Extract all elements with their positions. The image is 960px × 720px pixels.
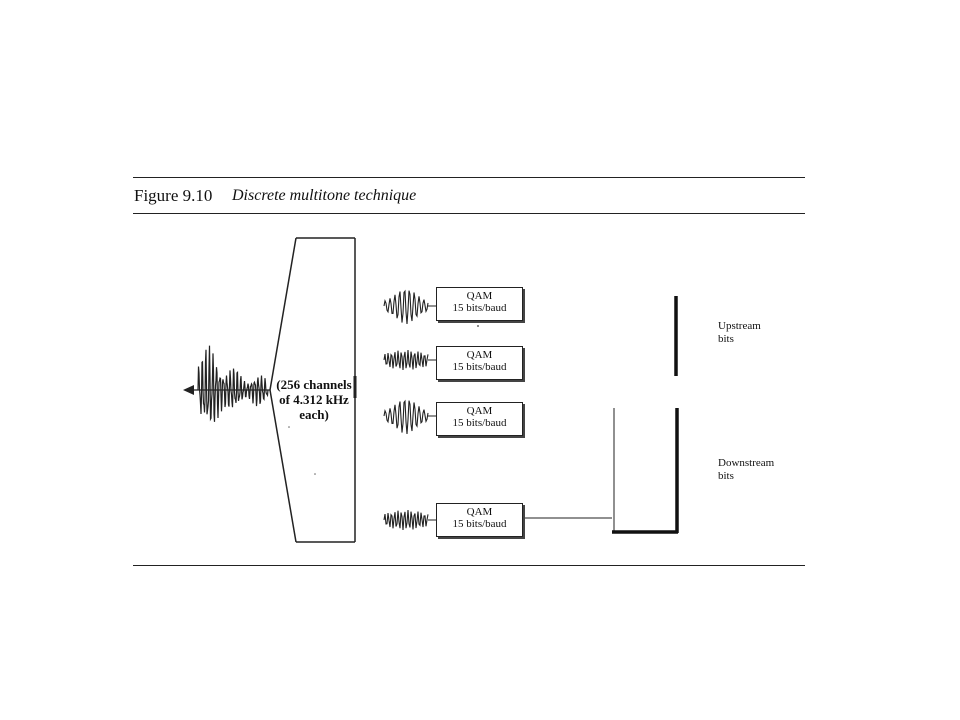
downstream-label-line-2: bits bbox=[718, 470, 734, 482]
figure-number: Figure 9.10 bbox=[134, 186, 213, 205]
qam-block-2-rate: 15 bits/baud bbox=[452, 361, 507, 373]
upstream-label-line-1: Upstream bbox=[718, 320, 761, 332]
qam-block-2: QAM 15 bits/baud bbox=[436, 346, 523, 380]
upstream-label: Upstream bits bbox=[718, 320, 761, 346]
qam-block-3: QAM 15 bits/baud bbox=[436, 402, 523, 436]
scan-marks bbox=[288, 325, 479, 475]
channel-waveform-4 bbox=[383, 510, 436, 530]
qam-block-3-title: QAM bbox=[466, 405, 493, 417]
channels-label: (256 channels of 4.312 kHz each) bbox=[268, 377, 360, 422]
channels-label-line-1: (256 channels bbox=[276, 377, 352, 392]
upstream-label-line-2: bits bbox=[718, 333, 734, 345]
channel-waveform-1 bbox=[383, 289, 436, 324]
qam-block-4-title: QAM bbox=[466, 506, 493, 518]
downstream-label: Downstream bits bbox=[718, 457, 774, 483]
qam-block-1-title: QAM bbox=[466, 290, 493, 302]
qam-block-1-rate: 15 bits/baud bbox=[452, 302, 507, 314]
connectors bbox=[524, 408, 615, 533]
channel-funnel bbox=[269, 237, 357, 543]
qam-block-1: QAM 15 bits/baud bbox=[436, 287, 523, 321]
bottom-rule bbox=[133, 565, 805, 566]
top-rule bbox=[133, 177, 805, 178]
funnel-lower-slant bbox=[269, 389, 297, 543]
channel-waveforms bbox=[383, 289, 436, 530]
funnel-upper-slant bbox=[269, 237, 297, 391]
qam-block-3-rate: 15 bits/baud bbox=[452, 417, 507, 429]
qam-block-4-rate: 15 bits/baud bbox=[452, 518, 507, 530]
combined-waveform bbox=[197, 345, 269, 422]
downstream-label-line-1: Downstream bbox=[718, 457, 775, 469]
qam-block-2-title: QAM bbox=[466, 349, 493, 361]
figure-title: Discrete multitone technique bbox=[232, 187, 417, 204]
combined-signal bbox=[183, 345, 270, 422]
caption-rule bbox=[133, 213, 805, 214]
channel-waveform-3 bbox=[383, 399, 436, 434]
channels-label-line-3: each) bbox=[299, 407, 329, 422]
output-arrow-icon bbox=[183, 385, 194, 395]
stream-bars bbox=[612, 296, 679, 534]
channels-label-line-2: of 4.312 kHz bbox=[279, 392, 349, 407]
qam-block-4: QAM 15 bits/baud bbox=[436, 503, 523, 537]
channel-waveform-2 bbox=[383, 350, 436, 370]
